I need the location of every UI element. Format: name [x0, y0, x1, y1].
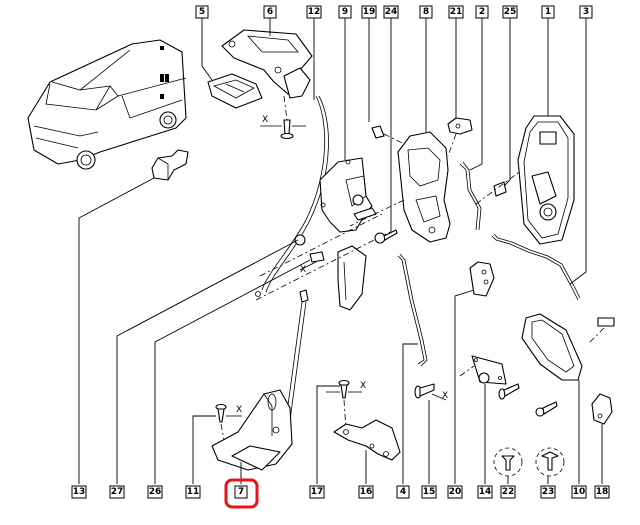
svg-text:26: 26: [149, 487, 162, 497]
callout-2[interactable]: 2: [475, 5, 489, 19]
part-12-cable: [255, 95, 329, 297]
upper-latch-screw: X: [260, 95, 306, 140]
svg-text:6: 6: [267, 7, 273, 17]
callout-15[interactable]: 15: [421, 485, 437, 499]
part-17-screw: X: [326, 379, 366, 431]
part-13-clip: [151, 149, 189, 181]
dimension-x-label: X: [236, 405, 242, 415]
dimension-x-label: X: [442, 391, 448, 401]
callouts-top: 5 6 12 9 19 24 8 21 2 25 1 3: [195, 5, 593, 19]
svg-text:7: 7: [238, 487, 244, 497]
part-21-connector: [447, 117, 473, 157]
part-24-screw: [374, 229, 398, 244]
lower-latch-rod: [285, 289, 309, 421]
callout-17[interactable]: 17: [309, 485, 325, 499]
callout-26[interactable]: 26: [147, 485, 163, 499]
part-19-screw: [371, 125, 409, 147]
callout-24[interactable]: 24: [383, 5, 399, 19]
callout-6[interactable]: 6: [263, 5, 277, 19]
callout-9[interactable]: 9: [338, 5, 352, 19]
svg-text:2: 2: [479, 7, 485, 17]
dimension-x-label: X: [262, 115, 268, 125]
callout-5[interactable]: 5: [195, 5, 209, 19]
callout-21[interactable]: 21: [448, 5, 464, 19]
dimension-x-label: X: [360, 381, 366, 391]
callout-18[interactable]: 18: [594, 485, 610, 499]
callout-8[interactable]: 8: [419, 5, 433, 19]
svg-text:3: 3: [583, 7, 589, 17]
highlight-ring-callout-7: [224, 478, 259, 509]
svg-text:10: 10: [573, 487, 586, 497]
part-22-rivet-screw: [493, 383, 523, 477]
svg-text:17: 17: [311, 487, 324, 497]
svg-text:4: 4: [400, 487, 406, 497]
part-3-control-rod: [491, 233, 581, 301]
callout-14[interactable]: 14: [477, 485, 493, 499]
svg-text:1: 1: [545, 7, 551, 17]
part-5-cover-cap: [207, 73, 263, 109]
svg-text:21: 21: [450, 7, 463, 17]
part-25-grommet: [475, 169, 523, 205]
svg-text:8: 8: [423, 7, 429, 17]
svg-text:9: 9: [342, 7, 348, 17]
part-10-inner-handle: [521, 313, 615, 381]
callout-22[interactable]: 22: [500, 485, 516, 499]
callout-19[interactable]: 19: [361, 5, 377, 19]
callout-10[interactable]: 10: [571, 485, 587, 499]
callout-25[interactable]: 25: [502, 5, 518, 19]
svg-text:24: 24: [385, 7, 398, 17]
svg-text:11: 11: [187, 487, 200, 497]
van-illustration: [27, 39, 187, 170]
part-6-upper-latch: [221, 29, 313, 99]
callout-11[interactable]: 11: [185, 485, 201, 499]
svg-text:15: 15: [423, 487, 436, 497]
part-14-striker: [459, 355, 507, 385]
callout-23[interactable]: 23: [540, 485, 556, 499]
callout-12[interactable]: 12: [306, 5, 322, 19]
svg-text:25: 25: [504, 7, 517, 17]
part-18-bump-stop: [591, 393, 613, 425]
part-15-screw: X: [414, 383, 448, 401]
callout-16[interactable]: 16: [358, 485, 374, 499]
svg-text:5: 5: [199, 7, 205, 17]
part-4-lock-rod-lower: [397, 253, 428, 367]
callout-13[interactable]: 13: [71, 485, 87, 499]
svg-text:13: 13: [73, 487, 86, 497]
svg-text:14: 14: [479, 487, 492, 497]
callout-20[interactable]: 20: [447, 485, 463, 499]
callout-7[interactable]: 7: [234, 485, 248, 499]
callout-1[interactable]: 1: [541, 5, 555, 19]
callout-3[interactable]: 3: [579, 5, 593, 19]
part-9-bracket: X: [255, 157, 391, 311]
callouts-bottom: 13 27 26 11 7 17 16 4 15 20 14 22 23 10 …: [71, 478, 610, 509]
svg-text:12: 12: [308, 7, 321, 17]
part-1-bezel: [517, 115, 575, 245]
svg-text:27: 27: [111, 487, 124, 497]
callout-27[interactable]: 27: [109, 485, 125, 499]
svg-text:16: 16: [360, 487, 373, 497]
dimension-x-label: X: [300, 265, 306, 275]
part-16-striker-plate: [333, 419, 401, 461]
svg-text:20: 20: [449, 487, 462, 497]
svg-text:19: 19: [363, 7, 376, 17]
leader-lines: [78, 18, 603, 484]
part-8-lock-mechanism: [349, 131, 451, 243]
part-20-rod-clip: [469, 261, 495, 297]
part-7-lower-latch: [211, 389, 293, 471]
callout-4[interactable]: 4: [396, 485, 410, 499]
svg-text:23: 23: [542, 487, 555, 497]
svg-text:22: 22: [502, 487, 515, 497]
part-2-lock-rod: [459, 161, 482, 231]
svg-text:18: 18: [596, 487, 609, 497]
part-23-screw: [535, 401, 565, 477]
